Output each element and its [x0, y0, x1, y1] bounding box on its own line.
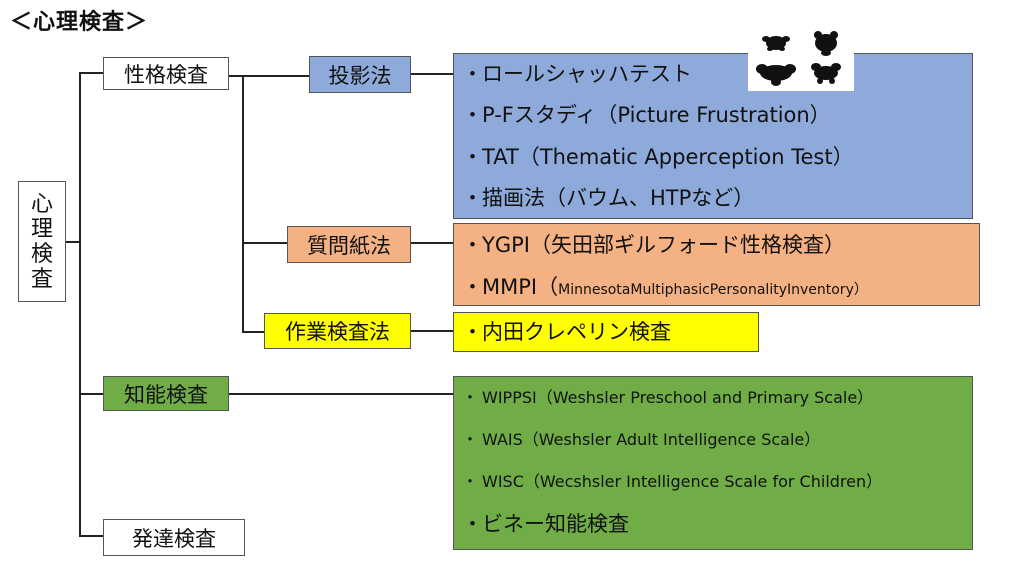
- connector-line: [411, 242, 453, 244]
- category-development-box: 発達検査: [103, 519, 245, 556]
- list-item: ・ビネー知能検査: [462, 512, 629, 536]
- connector-line: [411, 330, 453, 332]
- connector-line: [79, 393, 103, 395]
- category-intelligence-box: 知能検査: [103, 376, 229, 411]
- method-questionnaire-box: 質問紙法: [287, 226, 411, 263]
- list-item: ・TAT（Thematic Apperception Test）: [462, 145, 854, 169]
- root-char: 心: [30, 191, 53, 217]
- list-item: ・ロールシャッハテスト: [462, 62, 692, 86]
- list-item: ・描画法（バウム、HTPなど）: [462, 186, 755, 210]
- list-item: ・MMPI（MinnesotaMultiphasicPersonalityInv…: [462, 275, 868, 299]
- questionnaire-tests-panel: ・YGPI（矢田部ギルフォード性格検査） ・MMPI（MinnesotaMult…: [453, 223, 980, 306]
- list-item: ・WISC（Wecshsler Intelligence Scale for C…: [462, 472, 883, 491]
- root-char: 査: [30, 266, 53, 292]
- list-item: ・WAIS（Weshsler Adult Intelligence Scale）: [462, 430, 821, 449]
- connector-line: [229, 75, 309, 77]
- root-box-shinri-kensa: 心 理 検 査: [18, 181, 66, 302]
- projective-tests-panel: ・ロールシャッハテスト ・P-Fスタディ（Picture Frustration…: [453, 53, 973, 219]
- method-task-box: 作業検査法: [264, 313, 411, 349]
- connector-line: [79, 72, 81, 536]
- list-item: ・YGPI（矢田部ギルフォード性格検査）: [462, 233, 845, 257]
- list-item: ・WIPPSI（Weshsler Preschool and Primary S…: [462, 388, 874, 407]
- intelligence-tests-panel: ・WIPPSI（Weshsler Preschool and Primary S…: [453, 376, 973, 550]
- connector-line: [229, 393, 453, 395]
- category-personality-box: 性格検査: [103, 57, 229, 90]
- connector-line: [242, 331, 264, 333]
- connector-line: [411, 73, 453, 75]
- connector-line: [79, 535, 103, 537]
- rorschach-inkblot-image: [748, 27, 854, 91]
- connector-line: [242, 242, 287, 244]
- connector-line: [79, 72, 103, 74]
- root-char: 検: [30, 241, 53, 267]
- root-char: 理: [30, 216, 53, 242]
- connector-line: [242, 75, 244, 333]
- method-projective-box: 投影法: [309, 56, 411, 93]
- page-title: ＜心理検査＞: [10, 10, 149, 35]
- list-item: ・内田クレペリン検査: [462, 320, 671, 344]
- connector-line: [66, 241, 79, 243]
- task-tests-panel: ・内田クレペリン検査: [453, 312, 759, 352]
- list-item: ・P-Fスタディ（Picture Frustration）: [462, 103, 831, 127]
